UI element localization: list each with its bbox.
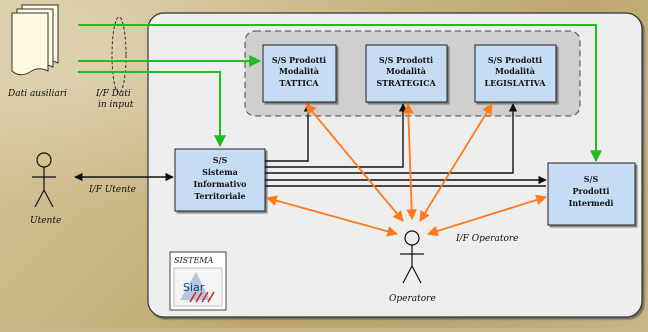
orange-arrow-operator-sit	[265, 195, 399, 237]
operator-actor-icon	[400, 230, 424, 284]
aux-data-label: Dati ausiliari	[7, 89, 67, 99]
orange-arrow-operator-strategica	[402, 102, 418, 221]
box-sit: S/S Sistema Informativo Territoriale	[174, 148, 266, 212]
logo-title: SISTEMA	[174, 256, 213, 265]
user-actor-icon	[32, 152, 56, 208]
green-arrow-to-sit	[78, 71, 226, 148]
sistema-logo: SISTEMA Siar	[169, 251, 227, 311]
box-sit-line3: Informativo	[194, 179, 248, 189]
box-legislativa: S/S Prodotti Modalità LEGISLATIVA	[474, 44, 557, 103]
box-legislativa-line3: LEGISLATIVA	[485, 78, 547, 88]
user-interface-label: I/F Utente	[88, 185, 136, 195]
box-strategica: S/S Prodotti Modalità STRATEGICA	[365, 44, 448, 103]
box-strategica-line3: STRATEGICA	[376, 78, 436, 88]
box-tattica-line2: Modalità	[279, 66, 319, 76]
box-strategica-line1: S/S Prodotti	[379, 55, 433, 65]
orange-arrow-operator-intermedi	[426, 194, 548, 237]
box-tattica-line1: S/S Prodotti	[272, 55, 326, 65]
green-arrow-to-intermedi	[78, 24, 602, 163]
operator-interface-label: I/F Operatore	[455, 234, 519, 244]
operator-label: Operatore	[389, 294, 436, 304]
box-intermedi: S/S Prodotti Intermedi	[547, 162, 636, 226]
box-tattica-line3: TATTICA	[279, 78, 319, 88]
box-sit-line2: Sistema	[202, 167, 238, 177]
document-stack-icon	[11, 4, 59, 76]
box-tattica: S/S Prodotti Modalità TATTICA	[262, 44, 337, 103]
box-intermedi-line2: Prodotti	[573, 186, 610, 196]
user-label: Utente	[30, 216, 61, 226]
input-interface-ellipse	[111, 16, 127, 94]
box-sit-line4: Territoriale	[194, 191, 245, 201]
input-interface-label-1: I/F Dati	[95, 89, 131, 99]
box-legislativa-line1: S/S Prodotti	[488, 55, 542, 65]
input-interface-label-2: in input	[98, 100, 134, 110]
box-intermedi-line1: S/S	[584, 174, 599, 184]
box-strategica-line2: Modalità	[386, 66, 426, 76]
box-intermedi-line3: Intermedi	[569, 198, 614, 208]
box-legislativa-line2: Modalità	[495, 66, 535, 76]
logo-brand: Siar	[183, 281, 205, 294]
box-sit-line1: S/S	[213, 155, 228, 165]
